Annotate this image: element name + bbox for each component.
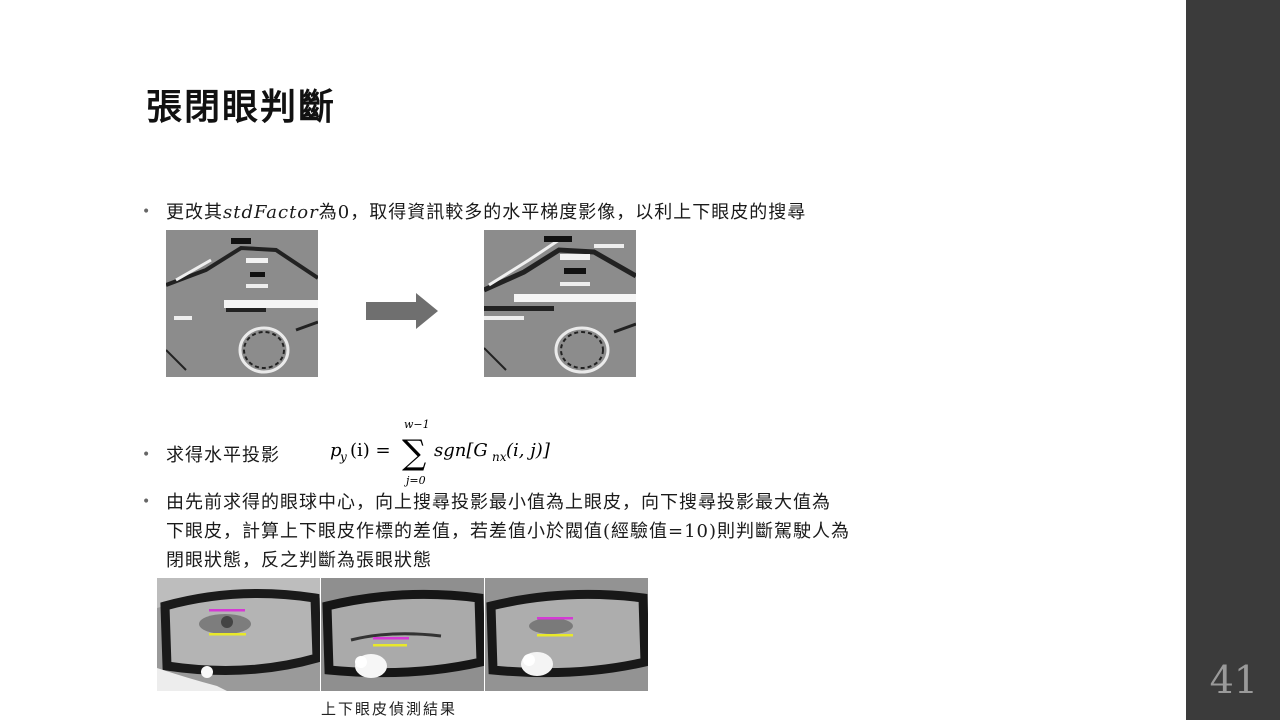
eye-image-1 [157,578,320,691]
eyelid-detection-images [157,578,649,691]
right-arrow-icon [366,293,438,329]
gradient-image-after [484,230,636,377]
formula-lhs-arg: (i) = [350,440,391,461]
gradient-image-before [166,230,318,377]
formula-rhs-arg: (i, j)] [506,440,551,461]
bullet-2-text: 求得水平投影 [166,445,280,466]
summation-symbol: ∑ [402,433,426,473]
formula-sum-upper: w−1 [404,418,430,431]
right-sidebar: 41 [1186,0,1280,720]
formula-rhs-fn: sgn[G [434,440,488,461]
bullet-1-post: 為0，取得資訊較多的水平梯度影像，以利上下眼皮的搜尋 [318,202,807,223]
formula-lhs-sub: y [339,450,347,464]
bullet-1-math: stdFactor [223,202,319,223]
bullet-3-line-3: 閉眼狀態，反之判斷為張眼狀態 [166,550,432,571]
projection-formula: p y (i) = w−1 ∑ j=0 sgn[G nx (i, j)] [330,418,551,487]
bullet-3-line-2: 下眼皮，計算上下眼皮作標的差值，若差值小於閥值(經驗值=10)則判斷駕駛人為 [166,521,851,542]
bullet-horizontal-projection: 求得水平投影 [142,441,446,470]
eye-image-3 [485,578,648,691]
bullet-std-factor: 更改其stdFactor為0，取得資訊較多的水平梯度影像，以利上下眼皮的搜尋 [142,198,1026,227]
eye-image-2 [321,578,484,691]
bullet-eyelid-detection: 由先前求得的眼球中心，向上搜尋投影最小值為上眼皮，向下搜尋投影最大值為 下眼皮，… [142,488,1026,575]
formula-lhs: p [330,440,342,461]
formula-sum-lower: j=0 [403,474,426,487]
page-number: 41 [1209,658,1258,702]
eye-images-caption: 上下眼皮偵測結果 [321,700,458,718]
slide: 張閉眼判斷 更改其stdFactor為0，取得資訊較多的水平梯度影像，以利上下眼… [0,0,1186,720]
formula-rhs-sub: nx [492,450,507,464]
bullet-1-pre: 更改其 [166,202,223,223]
slide-title: 張閉眼判斷 [146,87,337,128]
bullet-3-line-1: 由先前求得的眼球中心，向上搜尋投影最小值為上眼皮，向下搜尋投影最大值為 [166,492,831,513]
